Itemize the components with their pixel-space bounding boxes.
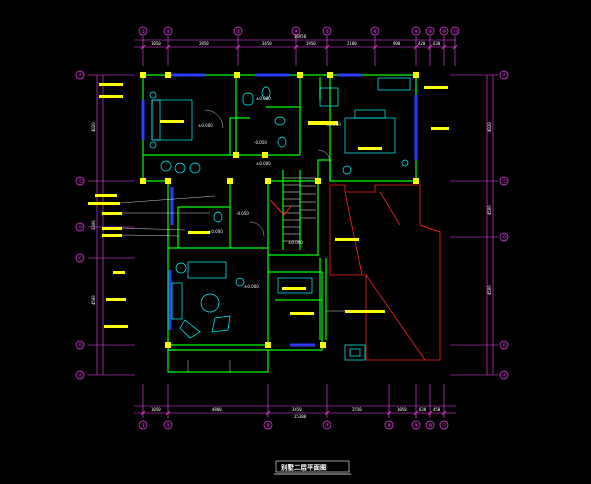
grid-label-left-B: Ⓑ [78, 342, 83, 349]
dim-bottom-3: 3450 [292, 407, 302, 412]
grid-label-bottom-5: ⑧ [387, 423, 392, 429]
elevation-text-2: ±0.000 [256, 96, 271, 101]
furniture [149, 77, 411, 361]
dim-bottom-7: 450 [433, 407, 441, 412]
elevation-annotations: ±0.000 ±0.000 -0.050 ±0.000 -0.050 ±0.00… [198, 96, 341, 289]
columns [140, 72, 419, 348]
elevation-text-1: ±0.000 [198, 123, 213, 128]
dim-top-total: 16950 [294, 34, 307, 39]
stair-arrow [269, 199, 293, 216]
drawing-title: 别墅二层平面图 [280, 463, 327, 472]
grid-label-top-2: ② [166, 29, 171, 35]
grid-label-right-E: Ⓔ [502, 178, 507, 185]
grid-label-bottom-8: ⑪ [442, 422, 447, 429]
grid-label-left-C: Ⓒ [78, 255, 83, 262]
grid-label-bottom-7: ⑩ [428, 423, 433, 429]
grid-label-bottom-6: ⑨ [414, 423, 419, 429]
dim-left-1: 4020 [91, 122, 96, 132]
grid-label-left-D: Ⓓ [78, 224, 83, 231]
label-leaders [119, 195, 345, 312]
grid-label-left-E: Ⓔ [78, 178, 83, 185]
grid-label-top-10: ⑪ [453, 28, 458, 35]
door-swings [187, 109, 331, 372]
roof-outline [329, 184, 441, 361]
elevation-text-7: ±0.000 [288, 240, 303, 245]
grid-label-top-9: ⑩ [442, 29, 447, 35]
grid-bubbles-top: ① ② ③ ④ ⑤ ⑥ ⑧ ⑨ ⑩ ⑪ [138, 26, 460, 36]
dim-top-8: 630 [433, 41, 441, 46]
dimensions-bottom: 1050 4800 3450 2550 1050 630 450 15300 [151, 407, 441, 419]
windows [141, 73, 418, 347]
grid-bubbles-right: Ⓕ Ⓔ Ⓓ Ⓑ Ⓐ [499, 70, 509, 380]
dim-bottom-2: 4800 [212, 407, 222, 412]
grid-label-top-6: ⑥ [373, 29, 378, 35]
dimensions-left: 4020 3300 4500 [91, 122, 96, 305]
dim-top-2: 2850 [199, 41, 209, 46]
grid-bubbles-left: Ⓕ Ⓔ Ⓓ Ⓒ Ⓑ Ⓐ [75, 70, 85, 380]
stair-treads [283, 177, 316, 242]
grid-label-right-B: Ⓑ [502, 342, 507, 349]
grid-label-bottom-2: ② [166, 423, 171, 429]
dimensions-right: 4020 4500 4500 [487, 122, 492, 295]
elevation-text-6: ±0.000 [326, 122, 341, 127]
dim-right-3: 4500 [487, 285, 492, 295]
grid-label-top-1: ① [141, 29, 146, 35]
grid-label-left-A: Ⓐ [78, 372, 83, 379]
dim-right-1: 4020 [487, 122, 492, 132]
grid-label-left-F: Ⓕ [78, 72, 83, 79]
dim-bottom-4: 2550 [352, 407, 362, 412]
elevation-text-8: ±0.000 [244, 284, 259, 289]
dim-bottom-5: 1050 [397, 407, 407, 412]
grid-label-top-7: ⑧ [414, 29, 419, 35]
walls [142, 74, 417, 373]
grid-label-top-8: ⑨ [428, 29, 433, 35]
dim-top-7: 420 [418, 41, 426, 46]
elevation-text-9: ±0.000 [208, 229, 223, 234]
room-labels [88, 83, 449, 328]
dim-bottom-total: 15300 [294, 414, 307, 419]
grid-label-bottom-4: ⑦ [325, 423, 330, 429]
dim-left-2: 3300 [91, 220, 96, 230]
grid-label-right-A: Ⓐ [502, 372, 507, 379]
dim-top-1: 1050 [151, 41, 161, 46]
grid-bubbles-bottom: ① ② ④ ⑦ ⑧ ⑨ ⑩ ⑪ [138, 420, 449, 430]
drawing-title-block: 别墅二层平面图 [274, 460, 351, 475]
grid-label-top-5: ⑤ [325, 29, 330, 35]
dim-right-2: 4500 [487, 205, 492, 215]
grid-label-top-4: ④ [294, 29, 299, 35]
dim-top-6: 900 [393, 41, 401, 46]
elevation-text-3: -0.050 [254, 140, 267, 145]
dim-top-4: 1950 [306, 41, 316, 46]
grid-lines [88, 36, 498, 418]
elevation-text-4: ±0.000 [256, 161, 271, 166]
elevation-text-5: -0.050 [236, 211, 249, 216]
grid-label-bottom-3: ④ [266, 423, 271, 429]
dim-top-5: 2100 [347, 41, 357, 46]
dim-top-3: 3450 [262, 41, 272, 46]
grid-label-top-3: ③ [236, 29, 241, 35]
dim-bottom-1: 1050 [151, 407, 161, 412]
grid-label-right-D: Ⓓ [502, 234, 507, 241]
dimensions-top: 1050 2850 3450 1950 2100 900 420 630 169… [151, 34, 441, 46]
grid-label-right-F: Ⓕ [502, 72, 507, 79]
grid-label-bottom-1: ① [141, 423, 146, 429]
dim-bottom-6: 630 [419, 407, 427, 412]
dim-left-3: 4500 [91, 295, 96, 305]
